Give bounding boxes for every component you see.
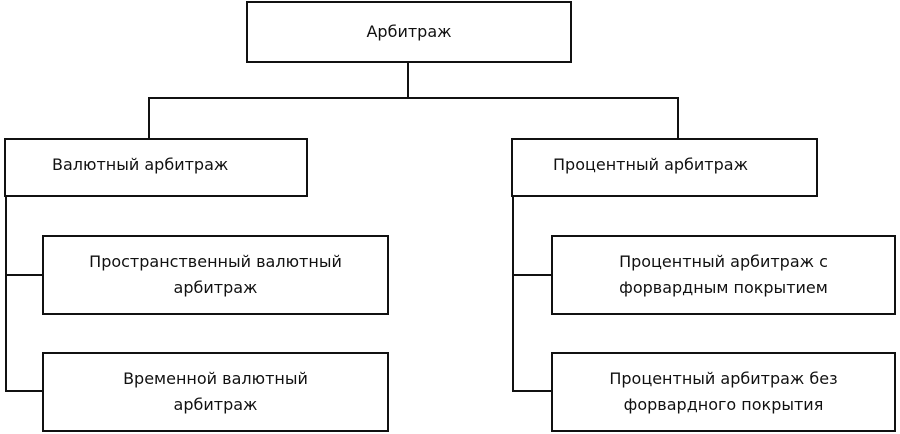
node-currency-arbitrage: Валютный арбитраж — [4, 138, 308, 197]
connector-to-left-branch — [148, 97, 150, 140]
node-uncovered-interest-arbitrage-line-2: форвардного покрытия — [623, 395, 824, 414]
node-covered-interest-arbitrage-line-1: Процентный арбитраж с — [619, 252, 828, 271]
node-interest-arbitrage-label: Процентный арбитраж — [553, 155, 748, 174]
connector-to-right-branch — [677, 97, 679, 140]
node-uncovered-interest-arbitrage: Процентный арбитраж без форвардного покр… — [551, 352, 896, 432]
node-currency-arbitrage-label: Валютный арбитраж — [52, 155, 229, 174]
node-spatial-currency-arbitrage: Пространственный валютный арбитраж — [42, 235, 389, 315]
connector-right-spine — [512, 196, 514, 392]
connector-left-spine — [5, 196, 7, 392]
connector-left-child-1 — [5, 274, 43, 276]
connector-root-down — [407, 62, 409, 99]
node-interest-arbitrage: Процентный арбитраж — [511, 138, 818, 197]
connector-right-child-1 — [512, 274, 552, 276]
node-root-label: Арбитраж — [366, 22, 452, 41]
connector-right-child-2 — [512, 390, 552, 392]
node-temporal-currency-arbitrage-line-2: арбитраж — [173, 395, 258, 414]
node-spatial-currency-arbitrage-line-2: арбитраж — [173, 278, 258, 297]
connector-left-child-2 — [5, 390, 43, 392]
node-temporal-currency-arbitrage-line-1: Временной валютный — [123, 369, 308, 388]
node-covered-interest-arbitrage-line-2: форвардным покрытием — [619, 278, 828, 297]
node-uncovered-interest-arbitrage-line-1: Процентный арбитраж без — [609, 369, 838, 388]
connector-horizontal-bar — [148, 97, 679, 99]
node-temporal-currency-arbitrage: Временной валютный арбитраж — [42, 352, 389, 432]
node-covered-interest-arbitrage: Процентный арбитраж с форвардным покрыти… — [551, 235, 896, 315]
node-root: Арбитраж — [246, 1, 572, 63]
node-spatial-currency-arbitrage-line-1: Пространственный валютный — [89, 252, 342, 271]
